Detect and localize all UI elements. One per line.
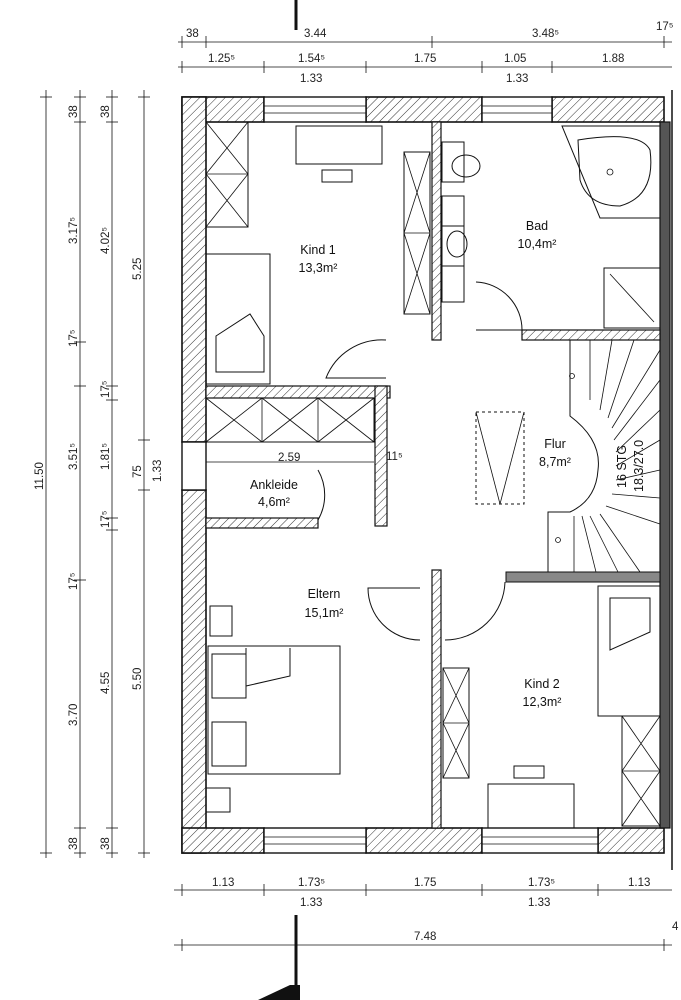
dim-bottom2-2: 1.33 xyxy=(528,897,550,909)
room-eltern-area: 15,1m² xyxy=(305,606,344,620)
dim-left-b6: 3.70 xyxy=(68,704,80,726)
dim-left-b1: 38 xyxy=(68,105,80,118)
dim-bottom-5: 1.13 xyxy=(628,877,650,889)
bottom-dimension-lines: 1.13 1.73⁵ 1.75 1.73⁵ 1.13 1.33 1.33 7.4… xyxy=(174,877,679,951)
dim-bottom-2: 1.73⁵ xyxy=(298,877,325,889)
room-bad-name: Bad xyxy=(526,219,548,233)
left-dimension-lines: 11.50 38 3.17⁵ 17⁵ 3.51⁵ 17⁵ 3.70 38 38 … xyxy=(34,90,164,858)
room-kind2-name: Kind 2 xyxy=(524,677,559,691)
room-kind1-area: 13,3m² xyxy=(299,261,338,275)
room-ankleide-area: 4,6m² xyxy=(258,495,290,509)
dim-left-d3: 5.50 xyxy=(132,668,144,690)
furniture-kind1 xyxy=(205,121,431,385)
dim-bottom2-1: 1.33 xyxy=(300,897,322,909)
dim-left-c4: 1.81⁵ xyxy=(100,443,112,470)
dim-bottom-1: 1.13 xyxy=(212,877,234,889)
furniture-dressing xyxy=(205,397,375,463)
dim-left-c7: 38 xyxy=(100,837,112,850)
dim-top-2: 3.44 xyxy=(304,28,327,40)
furniture-kind2 xyxy=(487,585,661,829)
room-labels: Kind 1 13,3m² Bad 10,4m² Ankleide 4,6m² … xyxy=(250,219,646,709)
dim-left-c2: 4.02⁵ xyxy=(100,227,112,254)
dim-left-b3: 17⁵ xyxy=(68,329,80,347)
room-flur-name: Flur xyxy=(544,437,566,451)
dim-bottom-total: 7.48 xyxy=(414,931,436,943)
dim-left-b5: 17⁵ xyxy=(68,572,80,590)
stair-steps-label: 16 STG xyxy=(615,445,629,488)
dim-top-3: 3.48⁵ xyxy=(532,28,559,40)
dim-left-e1: 1.33 xyxy=(152,460,164,482)
dim-bottom-edge: 4 xyxy=(672,921,679,933)
dim-left-c3: 17⁵ xyxy=(100,380,112,398)
dim-top3-1: 1.33 xyxy=(300,73,322,85)
dim-left-b4: 3.51⁵ xyxy=(68,443,80,470)
dim-left-c6: 4.55 xyxy=(100,672,112,694)
room-kind2-area: 12,3m² xyxy=(523,695,562,709)
dim-bottom-4: 1.73⁵ xyxy=(528,877,555,889)
exterior-walls xyxy=(181,90,673,870)
dim-left-b7: 38 xyxy=(68,837,80,850)
dim-top2-3: 1.75 xyxy=(414,53,436,65)
dim-top2-1: 1.25⁵ xyxy=(208,53,235,65)
furniture-master xyxy=(205,605,470,813)
dim-top3-2: 1.33 xyxy=(506,73,528,85)
dim-interior-1: 2.59 xyxy=(278,452,300,464)
room-kind1-name: Kind 1 xyxy=(300,243,335,257)
room-flur-area: 8,7m² xyxy=(539,455,571,469)
dim-top-4: 17⁵ xyxy=(656,21,674,33)
dim-top-1: 38 xyxy=(186,28,199,40)
top-dimension-lines: 38 3.44 3.48⁵ 17⁵ 1.25⁵ 1.54⁵ 1.75 1.05 … xyxy=(178,21,674,85)
dim-bottom-3: 1.75 xyxy=(414,877,436,889)
dim-left-c5: 17⁵ xyxy=(100,510,112,528)
interior-walls xyxy=(205,121,661,829)
dim-left-c1: 38 xyxy=(100,105,112,118)
dim-top2-5: 1.88 xyxy=(602,53,624,65)
dim-left-d1: 5.25 xyxy=(132,258,144,280)
room-ankleide-name: Ankleide xyxy=(250,478,298,492)
dim-left-total: 11.50 xyxy=(34,462,46,490)
staircase xyxy=(475,339,661,573)
dim-top2-4: 1.05 xyxy=(504,53,526,65)
stair-ratio-label: 18.3/27.0 xyxy=(632,440,646,492)
section-arrow-icon xyxy=(258,985,300,1000)
dim-interior-2: 11⁵ xyxy=(386,451,403,463)
dim-left-b2: 3.17⁵ xyxy=(68,217,80,244)
room-bad-area: 10,4m² xyxy=(518,237,557,251)
doors xyxy=(317,281,523,641)
dim-left-d2: 75 xyxy=(132,465,144,478)
dim-top2-2: 1.54⁵ xyxy=(298,53,325,65)
furniture-bath xyxy=(441,125,661,329)
room-eltern-name: Eltern xyxy=(308,587,341,601)
